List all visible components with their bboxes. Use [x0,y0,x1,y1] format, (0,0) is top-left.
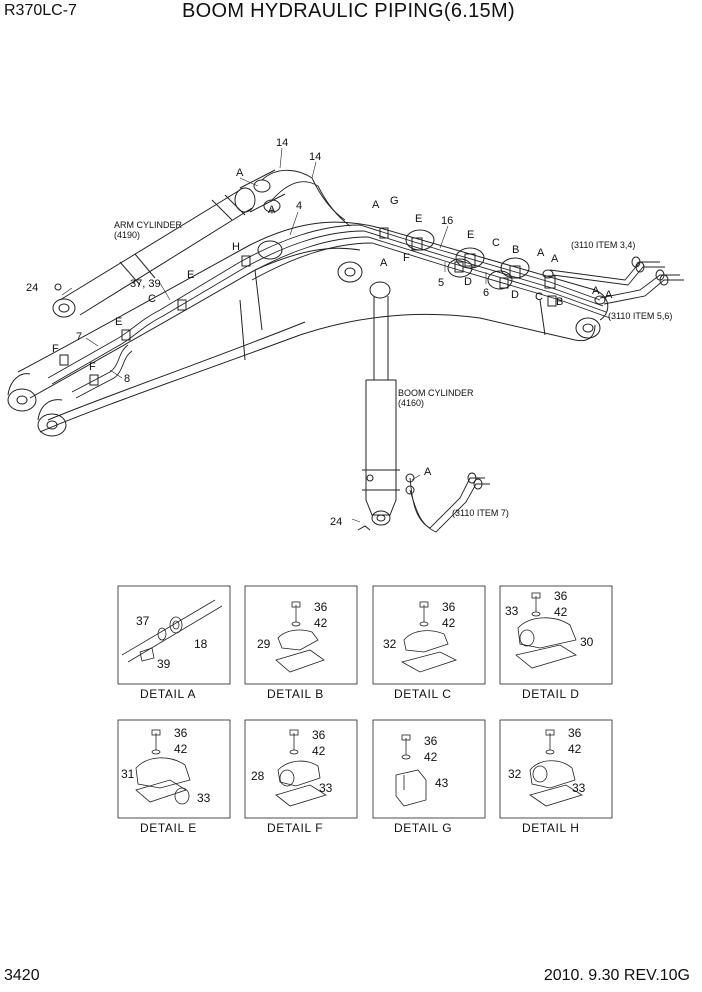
caption-detail-g: DETAIL G [394,821,452,835]
callout-7: 7 [76,331,82,343]
callout-37-39: 37, 39 [130,278,161,290]
detail-g-part-42: 42 [424,750,438,764]
callout-h: H [232,241,240,253]
detail-f-part-33: 33 [319,781,333,795]
model-number: R370LC-7 [4,2,77,19]
callout-a-9: A [424,466,432,478]
callout-labels: 14 14 A A 4 A G E 16 E C B A A H A F 5 D… [26,137,672,528]
callout-5: 5 [438,277,444,289]
detail-c-part-32: 32 [383,637,397,651]
detail-e-part-31: 31 [121,767,135,781]
callout-e-1: E [415,213,422,225]
caption-detail-h: DETAIL H [522,821,579,835]
arm-cylinder [52,169,286,318]
hydraulic-pipes [47,169,684,533]
callout-f-2: F [52,343,59,355]
boom-structure [7,221,609,437]
callout-c-1: C [492,237,500,249]
caption-detail-f: DETAIL F [267,821,323,835]
caption-detail-d: DETAIL D [522,687,579,701]
callout-d-1: D [464,276,472,288]
callout-14a: 14 [276,137,288,149]
detail-h-part-36: 36 [568,726,582,740]
callout-14b: 14 [309,151,321,163]
detail-b-part-42: 42 [314,616,328,630]
callout-8: 8 [124,373,130,385]
boom-cylinder [357,281,415,531]
detail-d-part-36: 36 [554,589,568,603]
callout-g: G [390,195,399,207]
callout-e-2: E [467,229,474,241]
callout-e-4: E [115,316,122,328]
item-5-6-ref: (3110 ITEM 5,6) [608,311,672,321]
callout-a-4: A [537,247,545,259]
callout-a-5: A [551,253,559,265]
callout-24-b: 24 [330,516,342,528]
callout-b-2: B [556,296,563,308]
detail-d-part-30: 30 [580,635,594,649]
callout-4: 4 [296,200,302,212]
callout-a-1: A [236,167,244,179]
callout-c-3: C [148,293,156,305]
callout-a-8: A [605,289,613,301]
detail-a-part-18: 18 [194,637,208,651]
detail-f-part-42: 42 [312,744,326,758]
detail-a-part-39: 39 [157,657,171,671]
detail-part-labels: 37 18 39 36 42 29 36 42 32 36 42 33 30 3… [121,589,594,805]
callout-16: 16 [441,215,453,227]
revision-date: 2010. 9.30 REV.10G [543,967,690,984]
leader-lines [61,147,487,523]
detail-c-part-36: 36 [442,600,456,614]
detail-g-part-36: 36 [424,734,438,748]
callout-f-3: F [89,361,96,373]
detail-h-part-42: 42 [568,742,582,756]
detail-e-part-42: 42 [174,742,188,756]
callout-24-a: 24 [26,282,38,294]
caption-detail-c: DETAIL C [394,687,451,701]
detail-f-part-36: 36 [312,728,326,742]
caption-detail-e: DETAIL E [140,821,197,835]
detail-b-part-36: 36 [314,600,328,614]
arm-cylinder-label: ARM CYLINDER [114,220,183,230]
callout-c-2: C [535,291,543,303]
detail-panels: 37 18 39 36 42 29 36 42 32 36 42 33 30 3… [117,585,613,835]
detail-f-part-28: 28 [251,769,265,783]
callout-6: 6 [483,287,489,299]
detail-c-part-42: 42 [442,616,456,630]
detail-a-part-37: 37 [136,614,150,628]
detail-e-part-33: 33 [197,791,211,805]
detail-clamp-drawings [135,592,583,807]
detail-d-part-42: 42 [554,605,568,619]
callout-a-3: A [372,199,380,211]
detail-a-drawing [121,599,223,663]
detail-h-part-33: 33 [572,781,586,795]
callout-a-2: A [268,204,276,216]
callout-a-7: A [592,285,600,297]
item-7-ref: (3110 ITEM 7) [452,508,509,518]
detail-b-part-29: 29 [257,637,271,651]
arm-cylinder-ref: (4190) [114,230,140,240]
caption-detail-b: DETAIL B [267,687,324,701]
pipe-clamps [59,227,557,386]
callout-e-3: E [187,269,194,281]
caption-detail-a: DETAIL A [140,687,196,701]
boom-cylinder-ref: (4160) [398,398,424,408]
page-number: 3420 [4,967,40,984]
detail-e-part-36: 36 [174,726,188,740]
item-3-4-ref: (3110 ITEM 3,4) [571,240,635,250]
detail-h-part-32: 32 [508,767,522,781]
detail-d-part-33: 33 [505,604,519,618]
detail-g-part-43: 43 [435,776,449,790]
detail-captions: DETAIL A DETAIL B DETAIL C DETAIL D DETA… [140,687,579,835]
callout-a-6: A [380,257,388,269]
callout-b-1: B [512,244,519,256]
callout-d-2: D [511,289,519,301]
callout-f-1: F [403,252,410,264]
page-title: BOOM HYDRAULIC PIPING(6.15M) [182,0,515,22]
pipe-fittings [54,256,669,490]
boom-cylinder-label: BOOM CYLINDER [398,388,474,398]
